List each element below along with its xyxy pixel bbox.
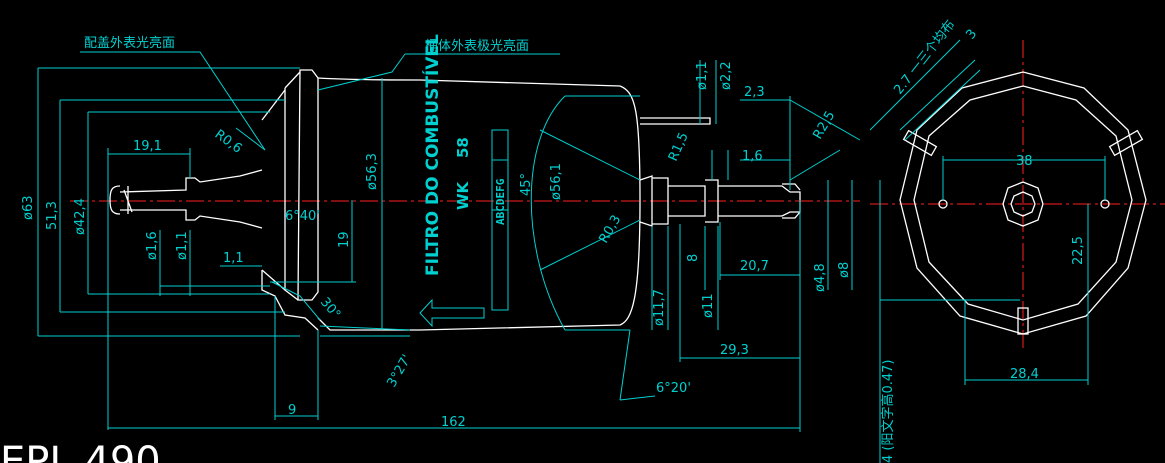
cap-surface-note: 配盖外表光亮面: [84, 35, 175, 51]
dim-r1-5: R1,5: [666, 130, 692, 163]
dim-19-1: 19,1: [133, 139, 162, 154]
dim-6-40: 6°40': [285, 209, 320, 224]
body-surface-note: 桶体外表极光亮面: [425, 38, 529, 54]
text-height-note: 4 (阳文字高0.47): [880, 360, 896, 463]
dim-29-3: 29,3: [720, 343, 749, 358]
dim-3-27: 3°27': [384, 352, 414, 390]
centerlines: [70, 40, 1165, 350]
dim-3: 3: [963, 27, 980, 43]
barcode-label: ABCDEFG: [494, 178, 507, 225]
dim-2-3: 2,3: [744, 85, 765, 100]
filter-body-outline: [109, 69, 801, 331]
dim-d63: ø63: [21, 196, 36, 221]
dimension-lines: [37, 51, 861, 432]
dim-d56-1: ø56,1: [549, 163, 564, 200]
dim-19: 19: [337, 231, 352, 248]
bottom-code: EPL 490: [0, 439, 161, 463]
dim-r0-6: R0,6: [212, 127, 245, 157]
dim-1-6b: 1,6: [742, 149, 763, 164]
dim-d1-6: ø1,6: [145, 231, 160, 260]
dim-8a: 8: [686, 254, 701, 262]
dim-20-7: 20,7: [740, 259, 769, 274]
model-prefix: WK: [454, 180, 472, 210]
end-view: [869, 39, 1147, 463]
dim-d8b: ø8: [837, 262, 852, 278]
dim-d1-1c: ø1,1: [695, 61, 710, 90]
dim-22-5: 22,5: [1071, 236, 1086, 265]
dim-d2-2: ø2,2: [719, 61, 734, 90]
dim-d42-4: ø42,4: [73, 198, 88, 235]
dim-9: 9: [288, 403, 296, 418]
dim-d11-7: ø11,7: [652, 289, 667, 326]
dim-6-20: 6°20': [656, 381, 691, 396]
dim-162: 162: [441, 415, 466, 430]
dim-45deg: 45°: [519, 173, 534, 196]
dim-d4-8: ø4,8: [813, 263, 828, 292]
dim-30deg: 30°: [317, 295, 343, 322]
dim-38: 38: [1016, 154, 1033, 169]
dim-1-1b: 1,1: [223, 251, 244, 266]
dim-d56-3: ø56,3: [365, 153, 380, 190]
dim-51-3: 51,3: [45, 201, 60, 230]
dim-28-4: 28,4: [1010, 367, 1039, 382]
dim-d11: ø11: [701, 294, 716, 319]
brand-label: FILTRO DO COMBUSTÍVEL: [421, 34, 443, 276]
model-number: 58: [454, 137, 472, 158]
dim-d1-1a: ø1,1: [175, 231, 190, 260]
